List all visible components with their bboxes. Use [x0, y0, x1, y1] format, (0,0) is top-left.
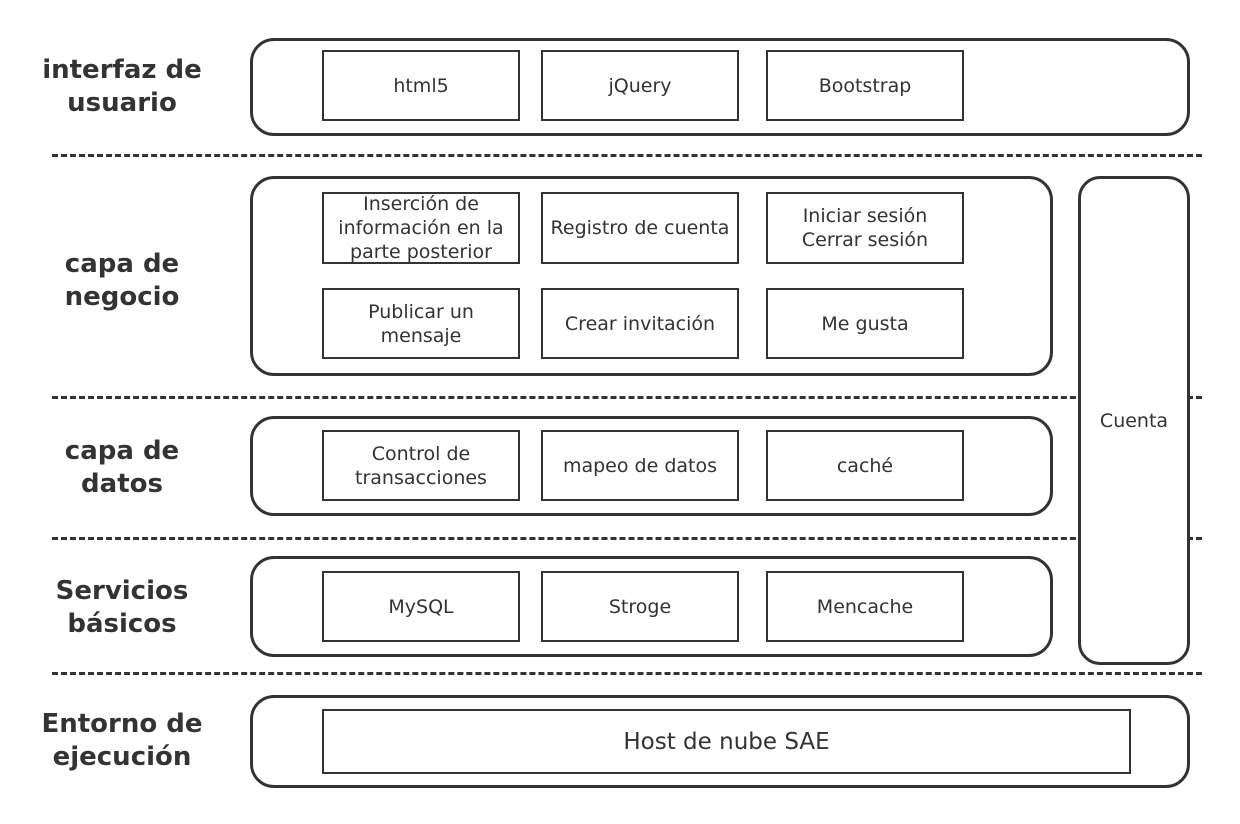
- layer-divider: [52, 672, 1202, 675]
- component-box-cache: caché: [766, 430, 964, 501]
- layer-label-line: Entorno de: [41, 709, 203, 739]
- layer-divider: [52, 154, 1202, 157]
- layer-label-basic-services: Servicios básicos: [22, 575, 222, 641]
- layer-label-data: capa de datos: [22, 435, 222, 501]
- component-box-account-registration: Registro de cuenta: [541, 192, 739, 264]
- component-box-create-invitation: Crear invitación: [541, 288, 739, 359]
- layer-divider: [52, 537, 1202, 540]
- component-box-login-logout: Iniciar sesión Cerrar sesión: [766, 192, 964, 264]
- component-box-html5: html5: [322, 50, 520, 121]
- layer-label-line: usuario: [67, 88, 177, 118]
- component-box-memcache: Mencache: [766, 571, 964, 642]
- layer-label-line: datos: [81, 469, 163, 499]
- component-box-like: Me gusta: [766, 288, 964, 359]
- component-box-storage: Stroge: [541, 571, 739, 642]
- component-box-backend-insert: Inserción de información en la parte pos…: [322, 192, 520, 264]
- layer-label-line: capa de: [64, 436, 180, 466]
- layer-divider: [52, 396, 1202, 399]
- component-box-sae-cloud-host: Host de nube SAE: [322, 709, 1131, 774]
- layer-label-business: capa de negocio: [22, 248, 222, 314]
- account-side-box: Cuenta: [1078, 176, 1190, 665]
- layer-label-ui: interfaz de usuario: [22, 54, 222, 120]
- layer-label-line: negocio: [64, 282, 180, 312]
- component-box-bootstrap: Bootstrap: [766, 50, 964, 121]
- layer-label-line: capa de: [64, 249, 180, 279]
- layer-label-line: Servicios: [55, 576, 189, 606]
- component-box-data-mapping: mapeo de datos: [541, 430, 739, 501]
- account-side-label: Cuenta: [1099, 409, 1169, 432]
- layer-label-runtime: Entorno de ejecución: [22, 708, 222, 774]
- layer-label-line: ejecución: [52, 742, 192, 772]
- component-box-mysql: MySQL: [322, 571, 520, 642]
- component-box-transaction-control: Control de transacciones: [322, 430, 520, 501]
- layer-label-line: interfaz de: [42, 55, 202, 85]
- component-box-jquery: jQuery: [541, 50, 739, 121]
- layer-label-line: básicos: [67, 609, 177, 639]
- component-box-post-message: Publicar un mensaje: [322, 288, 520, 359]
